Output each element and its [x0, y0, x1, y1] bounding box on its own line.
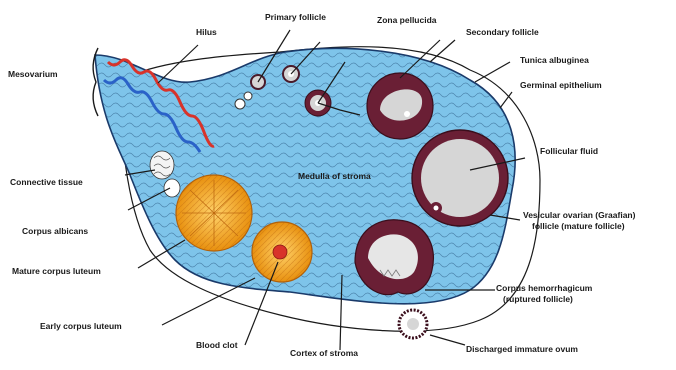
secondary-follicle-large	[367, 73, 433, 139]
label-secondary-follicle: Secondary follicle	[466, 27, 539, 37]
mature-corpus-luteum	[176, 175, 252, 251]
connective-tissue	[150, 151, 174, 179]
label-tunica-albuginea: Tunica albuginea	[520, 55, 589, 65]
label-corpus-albicans: Corpus albicans	[22, 226, 88, 236]
label-vesicular-follicle-line1: Vesicular ovarian (Graafian)	[523, 210, 635, 220]
corpus-hemorrhagicum	[355, 220, 433, 295]
label-primary-follicle: Primary follicle	[265, 12, 326, 22]
early-corpus-luteum	[252, 222, 312, 282]
label-early-corpus-luteum: Early corpus luteum	[40, 321, 122, 331]
label-hilus: Hilus	[196, 27, 217, 37]
discharged-ovum	[399, 310, 427, 338]
label-mature-corpus-luteum: Mature corpus luteum	[12, 266, 101, 276]
corpus-albicans	[164, 179, 180, 197]
label-germinal-epithelium: Germinal epithelium	[520, 80, 602, 90]
label-cortex-of-stroma: Cortex of stroma	[290, 348, 358, 358]
label-medulla-of-stroma: Medulla of stroma	[298, 171, 371, 181]
label-zona-pellucida: Zona pellucida	[377, 15, 437, 25]
label-mesovarium: Mesovarium	[8, 69, 58, 79]
label-corpus-hemorrhagicum-line1: Corpus hemorrhagicum	[496, 283, 592, 293]
label-blood-clot: Blood clot	[196, 340, 238, 350]
label-connective-tissue: Connective tissue	[10, 177, 83, 187]
graafian-follicle	[412, 130, 508, 226]
label-discharged-immature-ovum: Discharged immature ovum	[466, 344, 578, 354]
label-follicular-fluid: Follicular fluid	[540, 146, 598, 156]
label-corpus-hemorrhagicum-line2: (ruptured follicle)	[503, 294, 573, 304]
label-vesicular-follicle-line2: follicle (mature follicle)	[532, 221, 625, 231]
